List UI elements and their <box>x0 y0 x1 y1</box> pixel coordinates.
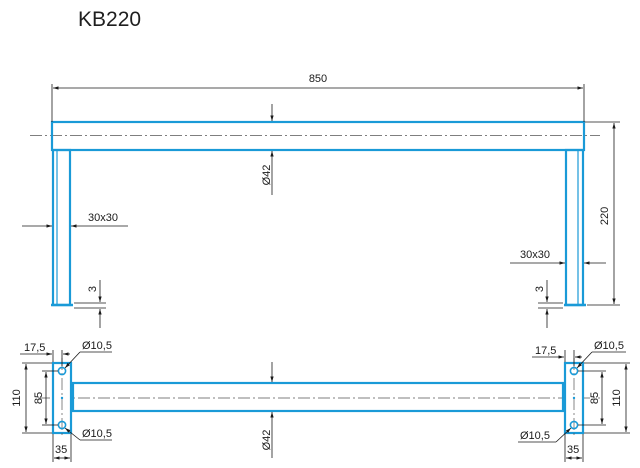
drawing-title: KB220 <box>78 8 141 31</box>
top-left-hole-bottom <box>57 420 67 430</box>
top-left-height-label: 110 <box>11 389 23 407</box>
top-view: Ø42 17,5 Ø10,5 Ø10,5 110 85 35 <box>11 340 630 462</box>
front-left-leg <box>51 148 72 307</box>
top-right-offset-label: 17,5 <box>535 345 556 357</box>
top-right-height-label: 110 <box>611 389 623 407</box>
front-right-leg <box>564 148 585 307</box>
top-right-hole-spacing-label: 85 <box>589 392 601 404</box>
front-left-foot-label: 3 <box>87 286 99 292</box>
top-tube-diameter-label: Ø42 <box>261 430 273 451</box>
top-left-offset-label: 17,5 <box>24 342 45 354</box>
front-view: 850 Ø42 220 30x30 30x30 3 3 <box>22 73 620 328</box>
top-right-hole-top-label: Ø10,5 <box>594 340 624 352</box>
front-length-label: 850 <box>309 73 327 85</box>
top-left-width-label: 35 <box>55 444 67 456</box>
front-left-leg-section-label: 30x30 <box>88 212 118 224</box>
front-tube-diameter-label: Ø42 <box>261 165 273 186</box>
top-left-hole-top-label: Ø10,5 <box>82 340 112 352</box>
top-right-hole-bottom-label: Ø10,5 <box>520 430 550 442</box>
top-tube <box>71 381 565 413</box>
front-top-tube <box>50 120 586 152</box>
top-right-width-label: 35 <box>567 444 579 456</box>
top-left-hole-bottom-label: Ø10,5 <box>82 428 112 440</box>
top-right-hole-top <box>569 366 579 376</box>
front-right-foot-label: 3 <box>534 286 546 292</box>
top-left-hole-top <box>57 366 67 376</box>
top-left-hole-spacing-label: 85 <box>33 392 45 404</box>
top-right-hole-bottom <box>569 420 579 430</box>
front-height-label: 220 <box>599 207 611 225</box>
front-right-leg-section-label: 30x30 <box>520 249 550 261</box>
